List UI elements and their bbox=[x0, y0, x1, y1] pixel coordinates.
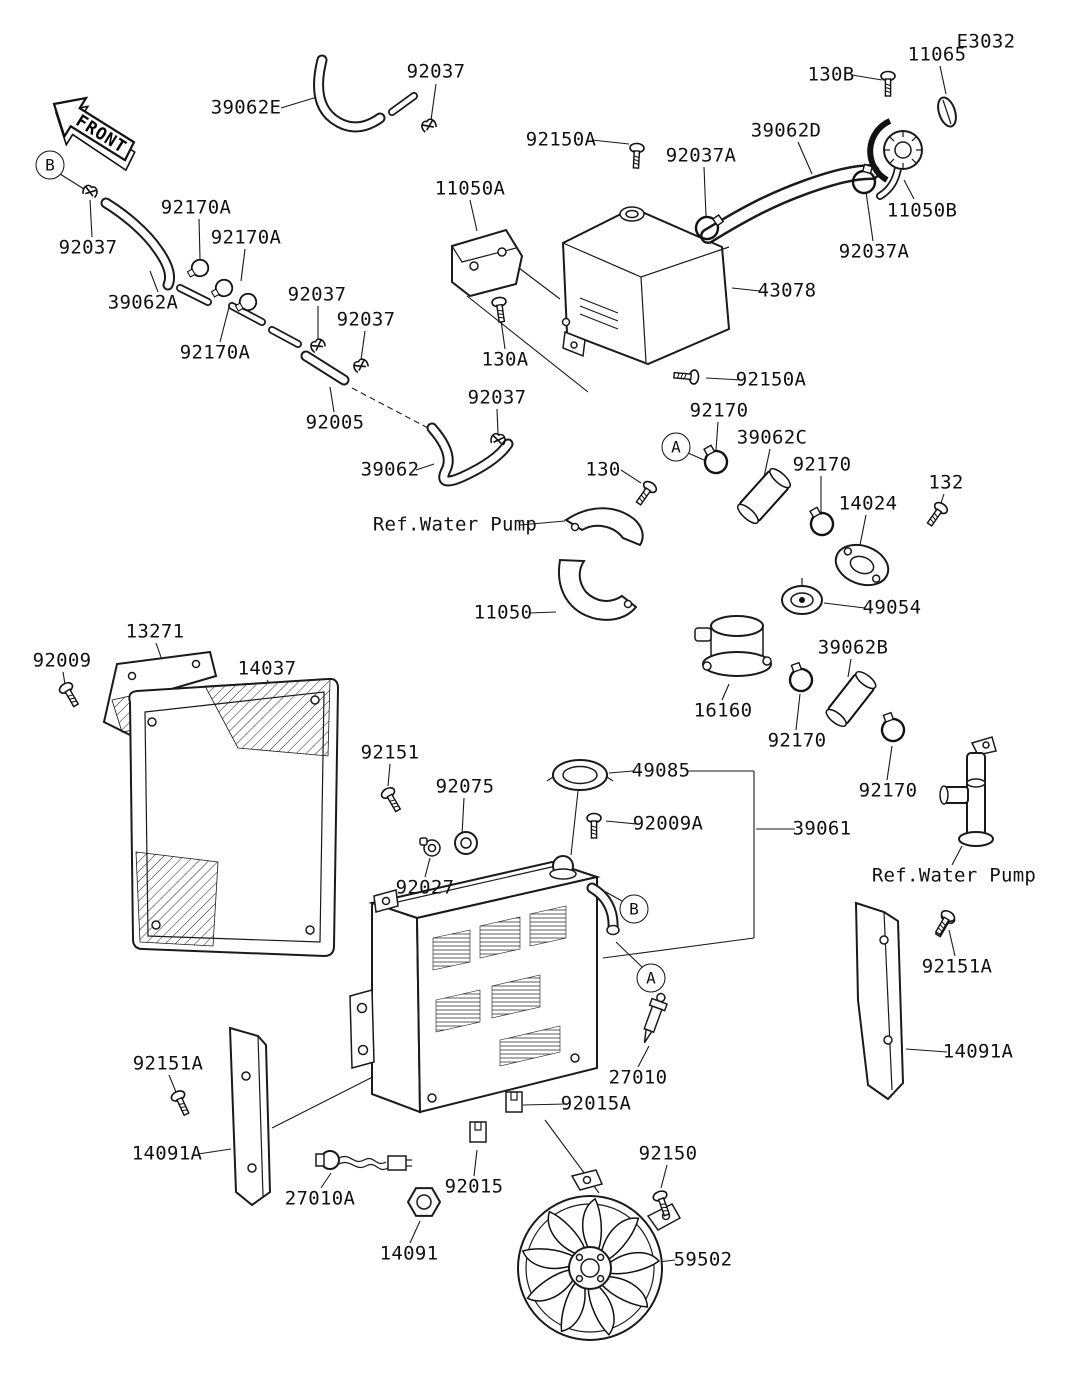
side-cover-left-14091a bbox=[228, 1026, 272, 1207]
callout-b: B bbox=[619, 894, 649, 924]
radiator-screen-14037 bbox=[128, 677, 340, 958]
part-label-92037: 92037 bbox=[336, 308, 396, 331]
part-label-92005: 92005 bbox=[305, 411, 365, 434]
part-label-130a: 130A bbox=[481, 348, 529, 371]
radiator-39061 bbox=[349, 855, 620, 1114]
part-label-92150: 92150 bbox=[638, 1142, 698, 1165]
part-label-92037: 92037 bbox=[58, 236, 118, 259]
part-label-92170a: 92170A bbox=[160, 196, 232, 219]
part-label-92150a: 92150A bbox=[735, 368, 807, 391]
leader-lines bbox=[59, 65, 963, 1264]
part-label-49085: 49085 bbox=[631, 759, 691, 782]
part-label-92170a: 92170A bbox=[210, 226, 282, 249]
part-label-39062d: 39062D bbox=[750, 119, 822, 142]
radiator-cap-49085 bbox=[546, 759, 614, 791]
side-cover-right-14091a bbox=[854, 901, 905, 1101]
part-label-39062c: 39062C bbox=[736, 426, 808, 449]
part-label-39062e: 39062E bbox=[210, 96, 282, 119]
part-label-39062: 39062 bbox=[360, 458, 420, 481]
diagram-code: E3032 bbox=[956, 30, 1016, 53]
part-label-14091: 14091 bbox=[379, 1242, 439, 1265]
part-label-92151: 92151 bbox=[360, 741, 420, 764]
part-label-59502: 59502 bbox=[673, 1248, 733, 1271]
sensor-27010a bbox=[315, 1150, 412, 1171]
part-label-92170: 92170 bbox=[858, 779, 918, 802]
part-label-130b: 130B bbox=[807, 63, 855, 86]
part-label-92037a: 92037A bbox=[665, 144, 737, 167]
fitting-14024 bbox=[834, 499, 951, 587]
part-label-11065: 11065 bbox=[907, 43, 967, 66]
bolt-92009a bbox=[586, 812, 602, 839]
part-label-92037: 92037 bbox=[287, 283, 347, 306]
callout-a: A bbox=[636, 963, 666, 993]
part-label-ref-water-pump: Ref.Water Pump bbox=[372, 513, 538, 536]
part-label-92170a: 92170A bbox=[179, 341, 251, 364]
part-label-13271: 13271 bbox=[125, 620, 185, 643]
part-label-14091a: 14091A bbox=[942, 1040, 1014, 1063]
bracket-11050 bbox=[558, 478, 660, 621]
hose-39062 bbox=[426, 422, 514, 487]
hose-39062e bbox=[313, 54, 438, 134]
part-label-130: 130 bbox=[585, 458, 621, 481]
part-label-11050: 11050 bbox=[473, 601, 533, 624]
clip-92015 bbox=[469, 1121, 487, 1143]
part-label-14091a: 14091A bbox=[131, 1142, 203, 1165]
bolt-92151 bbox=[378, 784, 405, 815]
part-label-92027: 92027 bbox=[395, 876, 455, 899]
part-label-92015: 92015 bbox=[444, 1175, 504, 1198]
part-label-14024: 14024 bbox=[838, 492, 898, 515]
hose-39062a-chain bbox=[81, 183, 370, 386]
cooling-fan-59502 bbox=[517, 1169, 682, 1341]
collar-92027 bbox=[419, 837, 441, 857]
part-label-92009a: 92009A bbox=[632, 812, 704, 835]
part-label-92037: 92037 bbox=[467, 386, 527, 409]
part-label-92075: 92075 bbox=[435, 775, 495, 798]
part-label-132: 132 bbox=[928, 471, 964, 494]
part-label-39061: 39061 bbox=[792, 817, 852, 840]
part-label-27010a: 27010A bbox=[284, 1187, 356, 1210]
hose-39062d bbox=[690, 161, 881, 245]
part-label-92170: 92170 bbox=[792, 453, 852, 476]
part-label-92150a: 92150A bbox=[525, 128, 597, 151]
part-label-92151a: 92151A bbox=[921, 955, 993, 978]
callout-b: B bbox=[35, 150, 65, 180]
part-label-39062a: 39062A bbox=[107, 291, 179, 314]
tube-39062b-group bbox=[783, 659, 909, 746]
part-label-27010: 27010 bbox=[608, 1066, 668, 1089]
clip-92015a bbox=[505, 1091, 523, 1113]
tube-39062c-group bbox=[696, 440, 839, 541]
part-label-14037: 14037 bbox=[237, 657, 297, 680]
part-label-49054: 49054 bbox=[862, 596, 922, 619]
thermostat-49054 bbox=[781, 578, 823, 615]
callout-a: A bbox=[661, 432, 691, 462]
part-label-43078: 43078 bbox=[757, 279, 817, 302]
part-label-ref-water-pump: Ref.Water Pump bbox=[871, 864, 1037, 887]
water-pump-fitting bbox=[931, 736, 997, 940]
part-label-39062b: 39062B bbox=[817, 636, 889, 659]
front-arrow-label: FRONT bbox=[72, 111, 130, 158]
part-label-11050a: 11050A bbox=[434, 177, 506, 200]
fan-switch-27010 bbox=[643, 992, 669, 1044]
part-label-11050b: 11050B bbox=[886, 199, 958, 222]
bracket-11050a bbox=[451, 228, 524, 324]
part-label-92009: 92009 bbox=[32, 649, 92, 672]
part-label-92170: 92170 bbox=[767, 729, 827, 752]
bushing-14091 bbox=[406, 1187, 442, 1217]
part-label-16160: 16160 bbox=[693, 699, 753, 722]
part-label-92151a: 92151A bbox=[132, 1052, 204, 1075]
grommet-92075 bbox=[454, 831, 478, 855]
thermostat-housing-16160 bbox=[694, 615, 772, 677]
reserve-tank-43078 bbox=[561, 142, 731, 386]
part-label-92015a: 92015A bbox=[560, 1092, 632, 1115]
part-label-92037a: 92037A bbox=[838, 240, 910, 263]
part-label-92170: 92170 bbox=[689, 399, 749, 422]
filler-neck-assembly bbox=[867, 70, 957, 200]
part-label-92037: 92037 bbox=[406, 60, 466, 83]
bolt-92151a-left bbox=[168, 1088, 194, 1118]
